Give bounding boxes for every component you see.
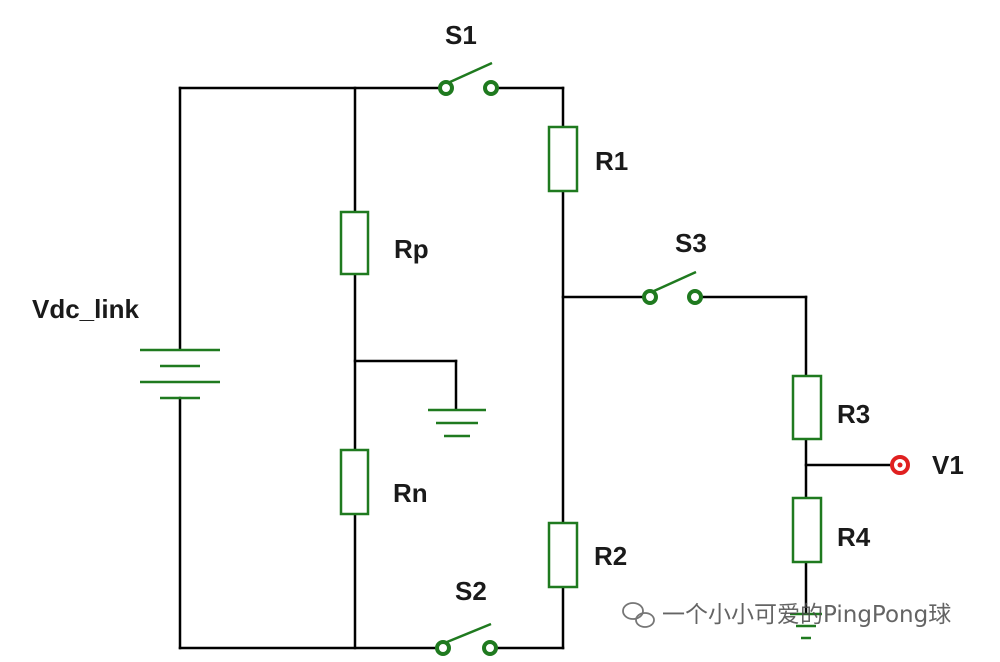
resistor-r4 xyxy=(791,496,823,564)
wires xyxy=(178,86,895,650)
ground-symbol-bottom xyxy=(790,612,822,640)
label-s1: S1 xyxy=(445,20,477,50)
switch-s2 xyxy=(435,622,498,656)
resistors xyxy=(339,125,823,589)
resistor-r3 xyxy=(791,374,823,441)
label-r1: R1 xyxy=(595,146,628,176)
label-s3: S3 xyxy=(675,228,707,258)
wechat-icon xyxy=(622,602,655,628)
resistor-rp xyxy=(339,210,370,276)
switch-s1 xyxy=(438,61,499,96)
label-r2: R2 xyxy=(594,541,627,571)
battery-symbol xyxy=(140,348,220,400)
resistor-r1 xyxy=(547,125,579,193)
label-s2: S2 xyxy=(455,576,487,606)
ground-symbol-middle xyxy=(428,408,486,438)
label-vdc-link: Vdc_link xyxy=(32,294,139,324)
switch-s3 xyxy=(642,270,703,305)
label-r3: R3 xyxy=(837,399,870,429)
label-v1: V1 xyxy=(932,450,964,480)
label-r4: R4 xyxy=(837,522,871,552)
watermark-text: 一个小小可爱的PingPong球 xyxy=(662,602,951,628)
probe-v1 xyxy=(890,455,910,475)
label-rn: Rn xyxy=(393,478,428,508)
resistor-r2 xyxy=(547,521,579,589)
label-rp: Rp xyxy=(394,234,429,264)
resistor-rn xyxy=(339,448,370,516)
